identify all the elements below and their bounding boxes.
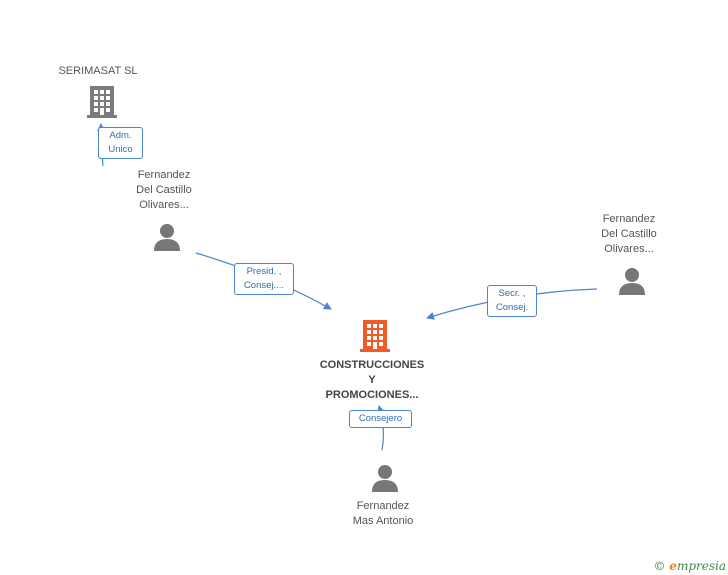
relation-badge-consejero[interactable]: Consejero <box>349 410 412 428</box>
person-icon[interactable] <box>152 222 182 257</box>
brand-text: mpresia <box>676 559 726 573</box>
node-serimasat-label[interactable]: SERIMASAT SL <box>58 65 138 77</box>
relation-badge-presid[interactable]: Presid. , Consej.... <box>234 263 294 295</box>
person-icon[interactable] <box>370 463 400 498</box>
relation-badge-adm[interactable]: Adm. Unico <box>98 127 143 159</box>
relation-badge-secr[interactable]: Secr. , Consej. <box>487 285 537 317</box>
person-icon[interactable] <box>617 266 647 301</box>
node-person-right-label[interactable]: Fernandez Del Castillo Olivares... <box>601 213 657 255</box>
building-icon[interactable] <box>86 84 118 125</box>
node-person-top-left-label[interactable]: Fernandez Del Castillo Olivares... <box>136 169 192 211</box>
empresia-brand: © empresia <box>653 559 726 573</box>
edge-consejero <box>377 405 385 451</box>
building-icon[interactable] <box>359 318 391 359</box>
node-person-bottom-label[interactable]: Fernandez Mas Antonio <box>352 500 414 527</box>
copyright-icon: © <box>653 559 666 573</box>
node-central-label[interactable]: CONSTRUCCIONES Y PROMOCIONES... <box>319 359 425 401</box>
brand-e: e <box>669 559 677 573</box>
